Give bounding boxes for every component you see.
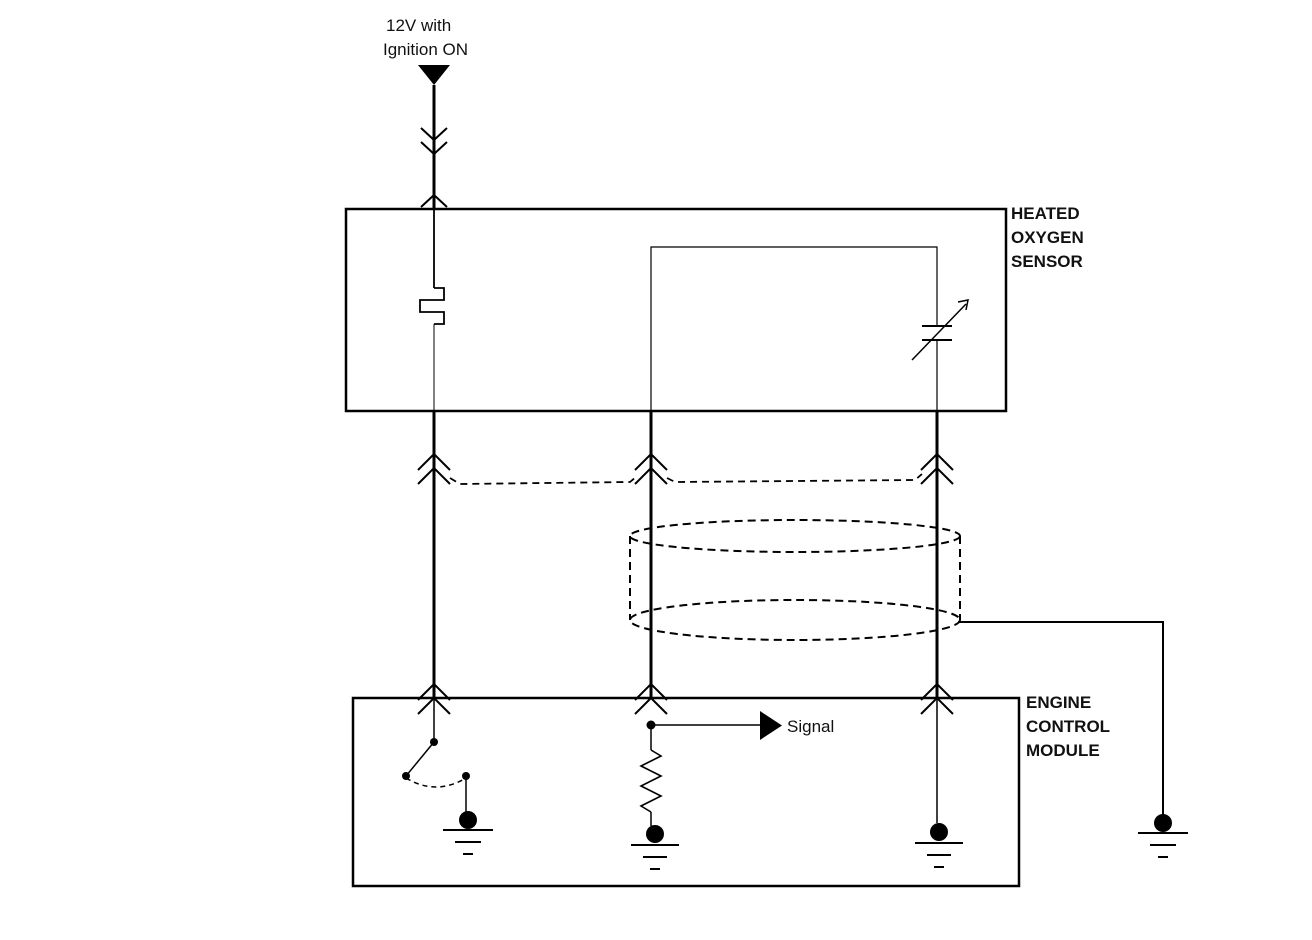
signal-label: Signal — [787, 717, 834, 736]
wire-shield-top — [629, 519, 961, 553]
ecm-label-line2: CONTROL — [1026, 717, 1110, 736]
sensing-element-loop — [650, 246, 938, 411]
shield-drain-wire — [958, 621, 1164, 815]
supply-label-line2: Ignition ON — [383, 40, 468, 59]
connector-link-dashed — [449, 475, 638, 485]
heater-switch-ground-icon — [459, 811, 477, 829]
heated-oxygen-sensor-box — [344, 207, 1008, 413]
ecm-label-line3: MODULE — [1026, 741, 1100, 760]
sensor-label-line3: SENSOR — [1011, 252, 1083, 271]
ecm-label-line1: ENGINE — [1026, 693, 1091, 712]
heater-switch-icon — [405, 741, 435, 777]
sensor-label-line1: HEATED — [1011, 204, 1080, 223]
sensor-ground-icon — [930, 823, 948, 841]
heater-element-icon — [419, 287, 445, 325]
resistor-ground-icon — [646, 825, 664, 843]
wire-shield-bottom — [629, 599, 961, 641]
supply-arrow-icon — [418, 65, 450, 85]
sensor-top-connector-icon — [420, 193, 448, 208]
ecm-connector-heater-icon — [417, 682, 451, 701]
ecm-connector-ground-icon — [920, 682, 954, 701]
ecm-connector-signal-icon — [634, 682, 668, 701]
sensor-label-line2: OXYGEN — [1011, 228, 1084, 247]
signal-arrow-icon — [760, 711, 782, 740]
supply-label-line1: 12V with — [386, 16, 451, 35]
connector-heater-icon — [417, 452, 451, 471]
connector-ground-icon — [920, 452, 954, 471]
engine-control-module-box — [351, 696, 1021, 888]
shield-ground-icon — [1154, 814, 1172, 832]
bias-resistor-icon — [639, 749, 663, 813]
supply-connector-icon — [420, 127, 448, 142]
connector-signal-icon — [634, 452, 668, 471]
